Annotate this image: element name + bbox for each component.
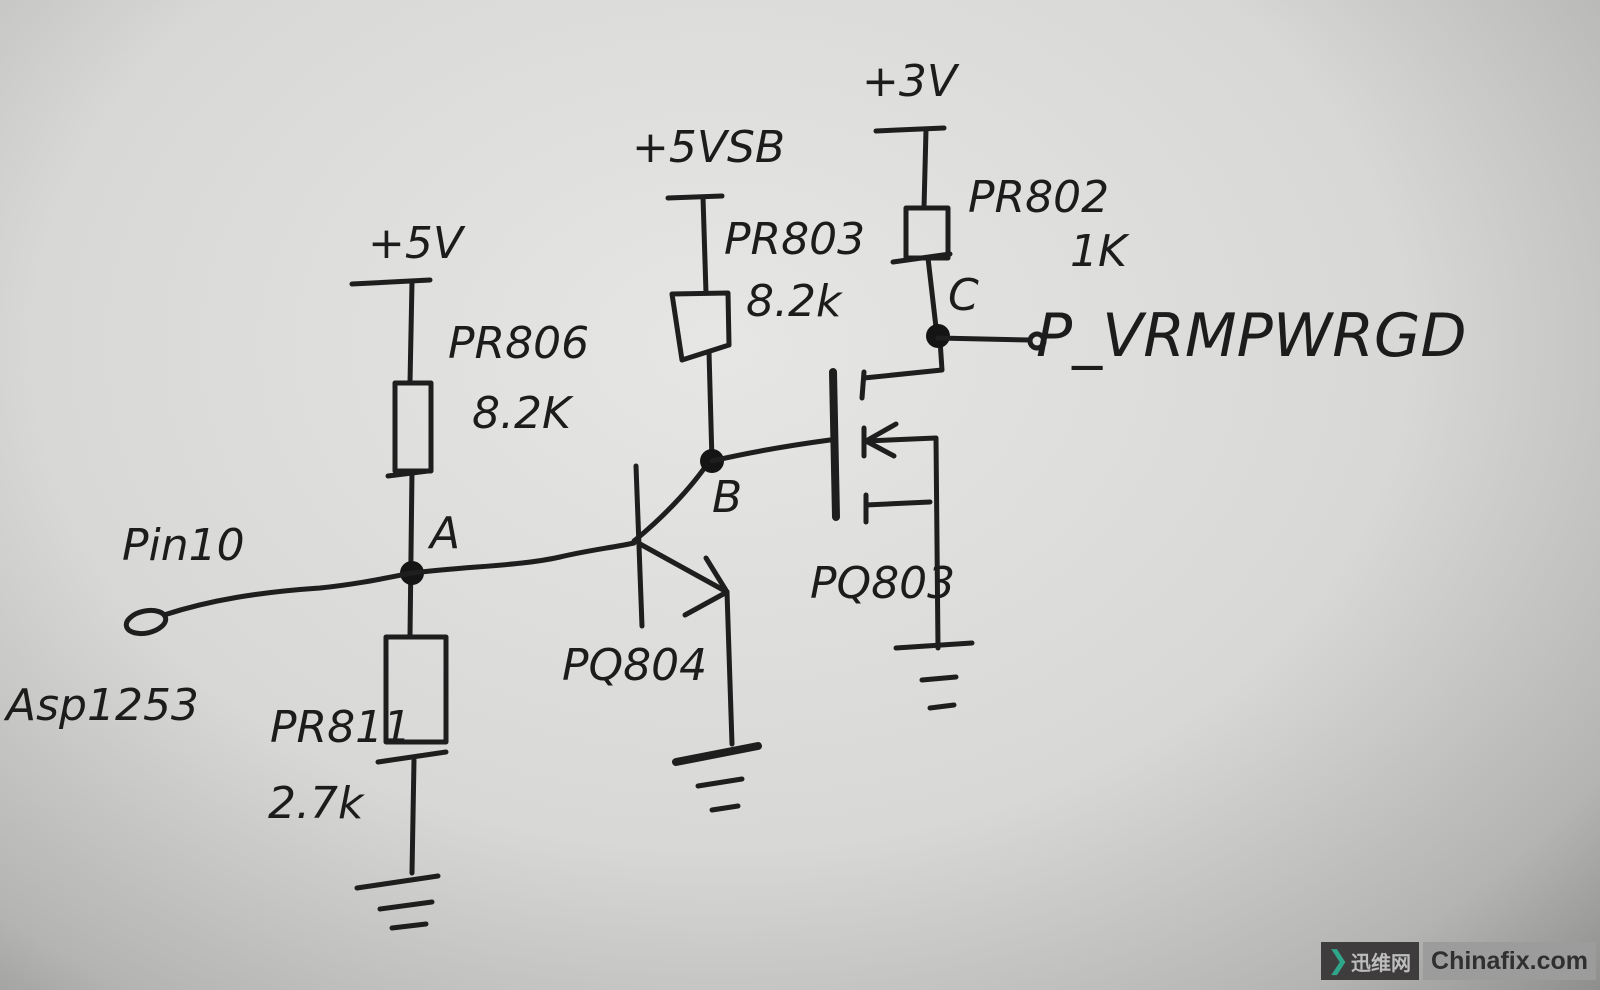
- rail-3v-branch: [873, 125, 1047, 351]
- emitter-arrow: [682, 555, 730, 618]
- source-bar: [863, 499, 933, 508]
- label-node-c: C: [948, 270, 979, 321]
- wire: [706, 349, 715, 464]
- input-pin10: [123, 570, 415, 637]
- gate-plate: [829, 368, 840, 521]
- rail-bar-5v: [349, 277, 433, 287]
- rail-bar-5vsb: [665, 193, 725, 201]
- wire: [409, 757, 417, 876]
- rail-5vsb-branch: [665, 193, 833, 473]
- body-arrow: [863, 421, 899, 459]
- ground-symbol: [893, 640, 975, 651]
- chevron-right-icon: ❯: [1327, 946, 1350, 976]
- wire-node-a-to-base: [409, 540, 637, 576]
- ground-symbol: [389, 921, 429, 931]
- resistor-pr803: [669, 290, 732, 363]
- wire: [407, 468, 415, 640]
- label-rail-5vsb: +5VSB: [632, 122, 785, 173]
- label-input-pin: Pin10: [122, 520, 245, 571]
- emitter-lead: [637, 541, 730, 595]
- label-pr806-value: 8.2K: [472, 388, 574, 439]
- transistor-pq804: [631, 457, 762, 813]
- label-output-signal: P_VRMPWRGD: [1036, 301, 1467, 371]
- ground-symbol: [695, 776, 745, 789]
- wire: [724, 589, 735, 747]
- source-lead: [863, 435, 941, 651]
- ground-symbol: [672, 742, 762, 766]
- label-pr806-ref: PR806: [448, 318, 589, 369]
- label-pr803-value: 8.2k: [746, 276, 843, 327]
- label-pq804: PQ804: [562, 640, 707, 691]
- transistor-pq803: [829, 337, 975, 711]
- wire: [375, 749, 449, 765]
- ground-symbol: [709, 803, 741, 813]
- wire-node-b-to-gate: [709, 437, 833, 464]
- collector-lead: [631, 457, 713, 544]
- label-pr802-value: 1K: [1070, 226, 1130, 277]
- watermark: ❯ 迅维网 Chinafix.com: [1321, 942, 1596, 980]
- wire: [925, 255, 940, 339]
- label-rail-5v: +5V: [368, 218, 466, 269]
- label-pr803-ref: PR803: [724, 214, 865, 265]
- label-node-b: B: [712, 472, 742, 523]
- resistor-pr811: [383, 634, 449, 745]
- watermark-cn-text: 迅维网: [1351, 950, 1412, 975]
- wire: [890, 251, 953, 265]
- label-pr811-ref: PR811: [270, 702, 411, 753]
- label-pq803: PQ803: [810, 558, 955, 609]
- output-terminal: [1027, 331, 1047, 351]
- wire: [921, 127, 929, 211]
- resistor-pr806: [392, 380, 434, 474]
- drain-lead: [861, 337, 945, 381]
- label-input-source: Asp1253: [3, 680, 199, 731]
- wire: [700, 194, 709, 296]
- ground-symbol: [919, 674, 959, 683]
- label-pr811-value: 2.7k: [268, 778, 365, 829]
- ground-symbol: [377, 899, 435, 912]
- rail-5v-branch: [349, 277, 449, 931]
- input-terminal: [123, 607, 169, 637]
- label-node-a: A: [427, 508, 460, 559]
- wire-node-c-to-output: [935, 335, 1033, 343]
- label-pr802-ref: PR802: [968, 172, 1109, 223]
- wire: [161, 570, 415, 618]
- watermark-brand-cn: ❯ 迅维网: [1321, 942, 1420, 980]
- rail-bar-3v: [873, 125, 947, 134]
- watermark-site-text: Chinafix.com: [1431, 946, 1588, 975]
- watermark-site: Chinafix.com: [1423, 942, 1596, 980]
- label-rail-3v: +3V: [862, 56, 960, 107]
- wire: [385, 468, 431, 479]
- ground-symbol: [927, 702, 957, 711]
- ground-symbol: [354, 873, 441, 891]
- resistor-pr802: [903, 205, 951, 261]
- wire: [407, 279, 415, 386]
